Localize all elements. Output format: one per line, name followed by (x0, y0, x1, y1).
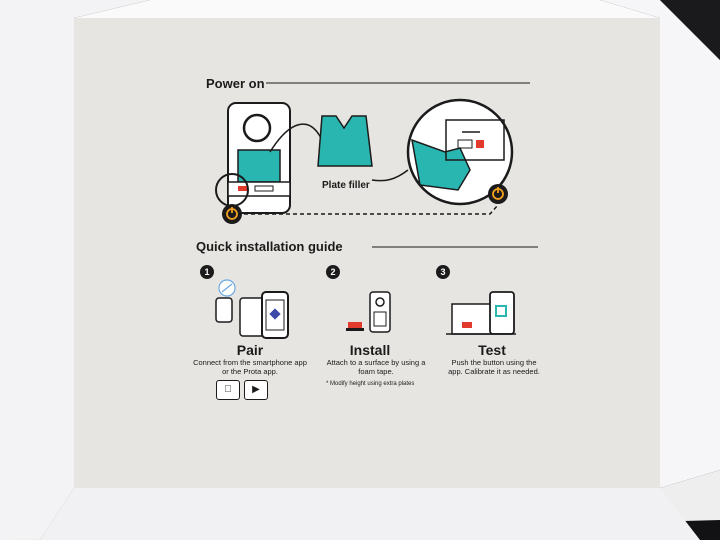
plate-filler-label: Plate filler (322, 180, 370, 191)
play-store-icon: ▶ (244, 380, 268, 400)
step-description: Attach to a surface by using a foam tape… (326, 358, 426, 376)
install-illustration (346, 291, 391, 333)
instruction-insert (74, 18, 660, 488)
test-illustration (446, 291, 516, 335)
step-note: * Modify height using extra plates (326, 381, 415, 387)
step-description: Push the button using the app. Calibrate… (448, 358, 540, 376)
device-illustration (215, 102, 291, 214)
step-title-pair: Pair (236, 342, 264, 358)
apple-icon:  (216, 380, 240, 400)
arrow (269, 123, 323, 153)
dashed-connector (244, 204, 499, 215)
step-number: 3 (436, 265, 450, 279)
pair-illustration (215, 279, 289, 339)
section-title-install-guide: Quick installation guide (196, 239, 343, 254)
step-number: 2 (326, 265, 340, 279)
step-number: 1 (200, 265, 214, 279)
step-title-install: Install (349, 342, 391, 358)
step-description: Connect from the smartphone app or the P… (193, 358, 307, 376)
section-title-power-on: Power on (206, 76, 265, 91)
power-icon (222, 204, 242, 224)
arrow (371, 169, 409, 182)
power-icon (488, 184, 508, 204)
step-title-test: Test (478, 342, 506, 358)
plate-filler-icon (317, 115, 373, 167)
zoom-detail (406, 98, 514, 206)
